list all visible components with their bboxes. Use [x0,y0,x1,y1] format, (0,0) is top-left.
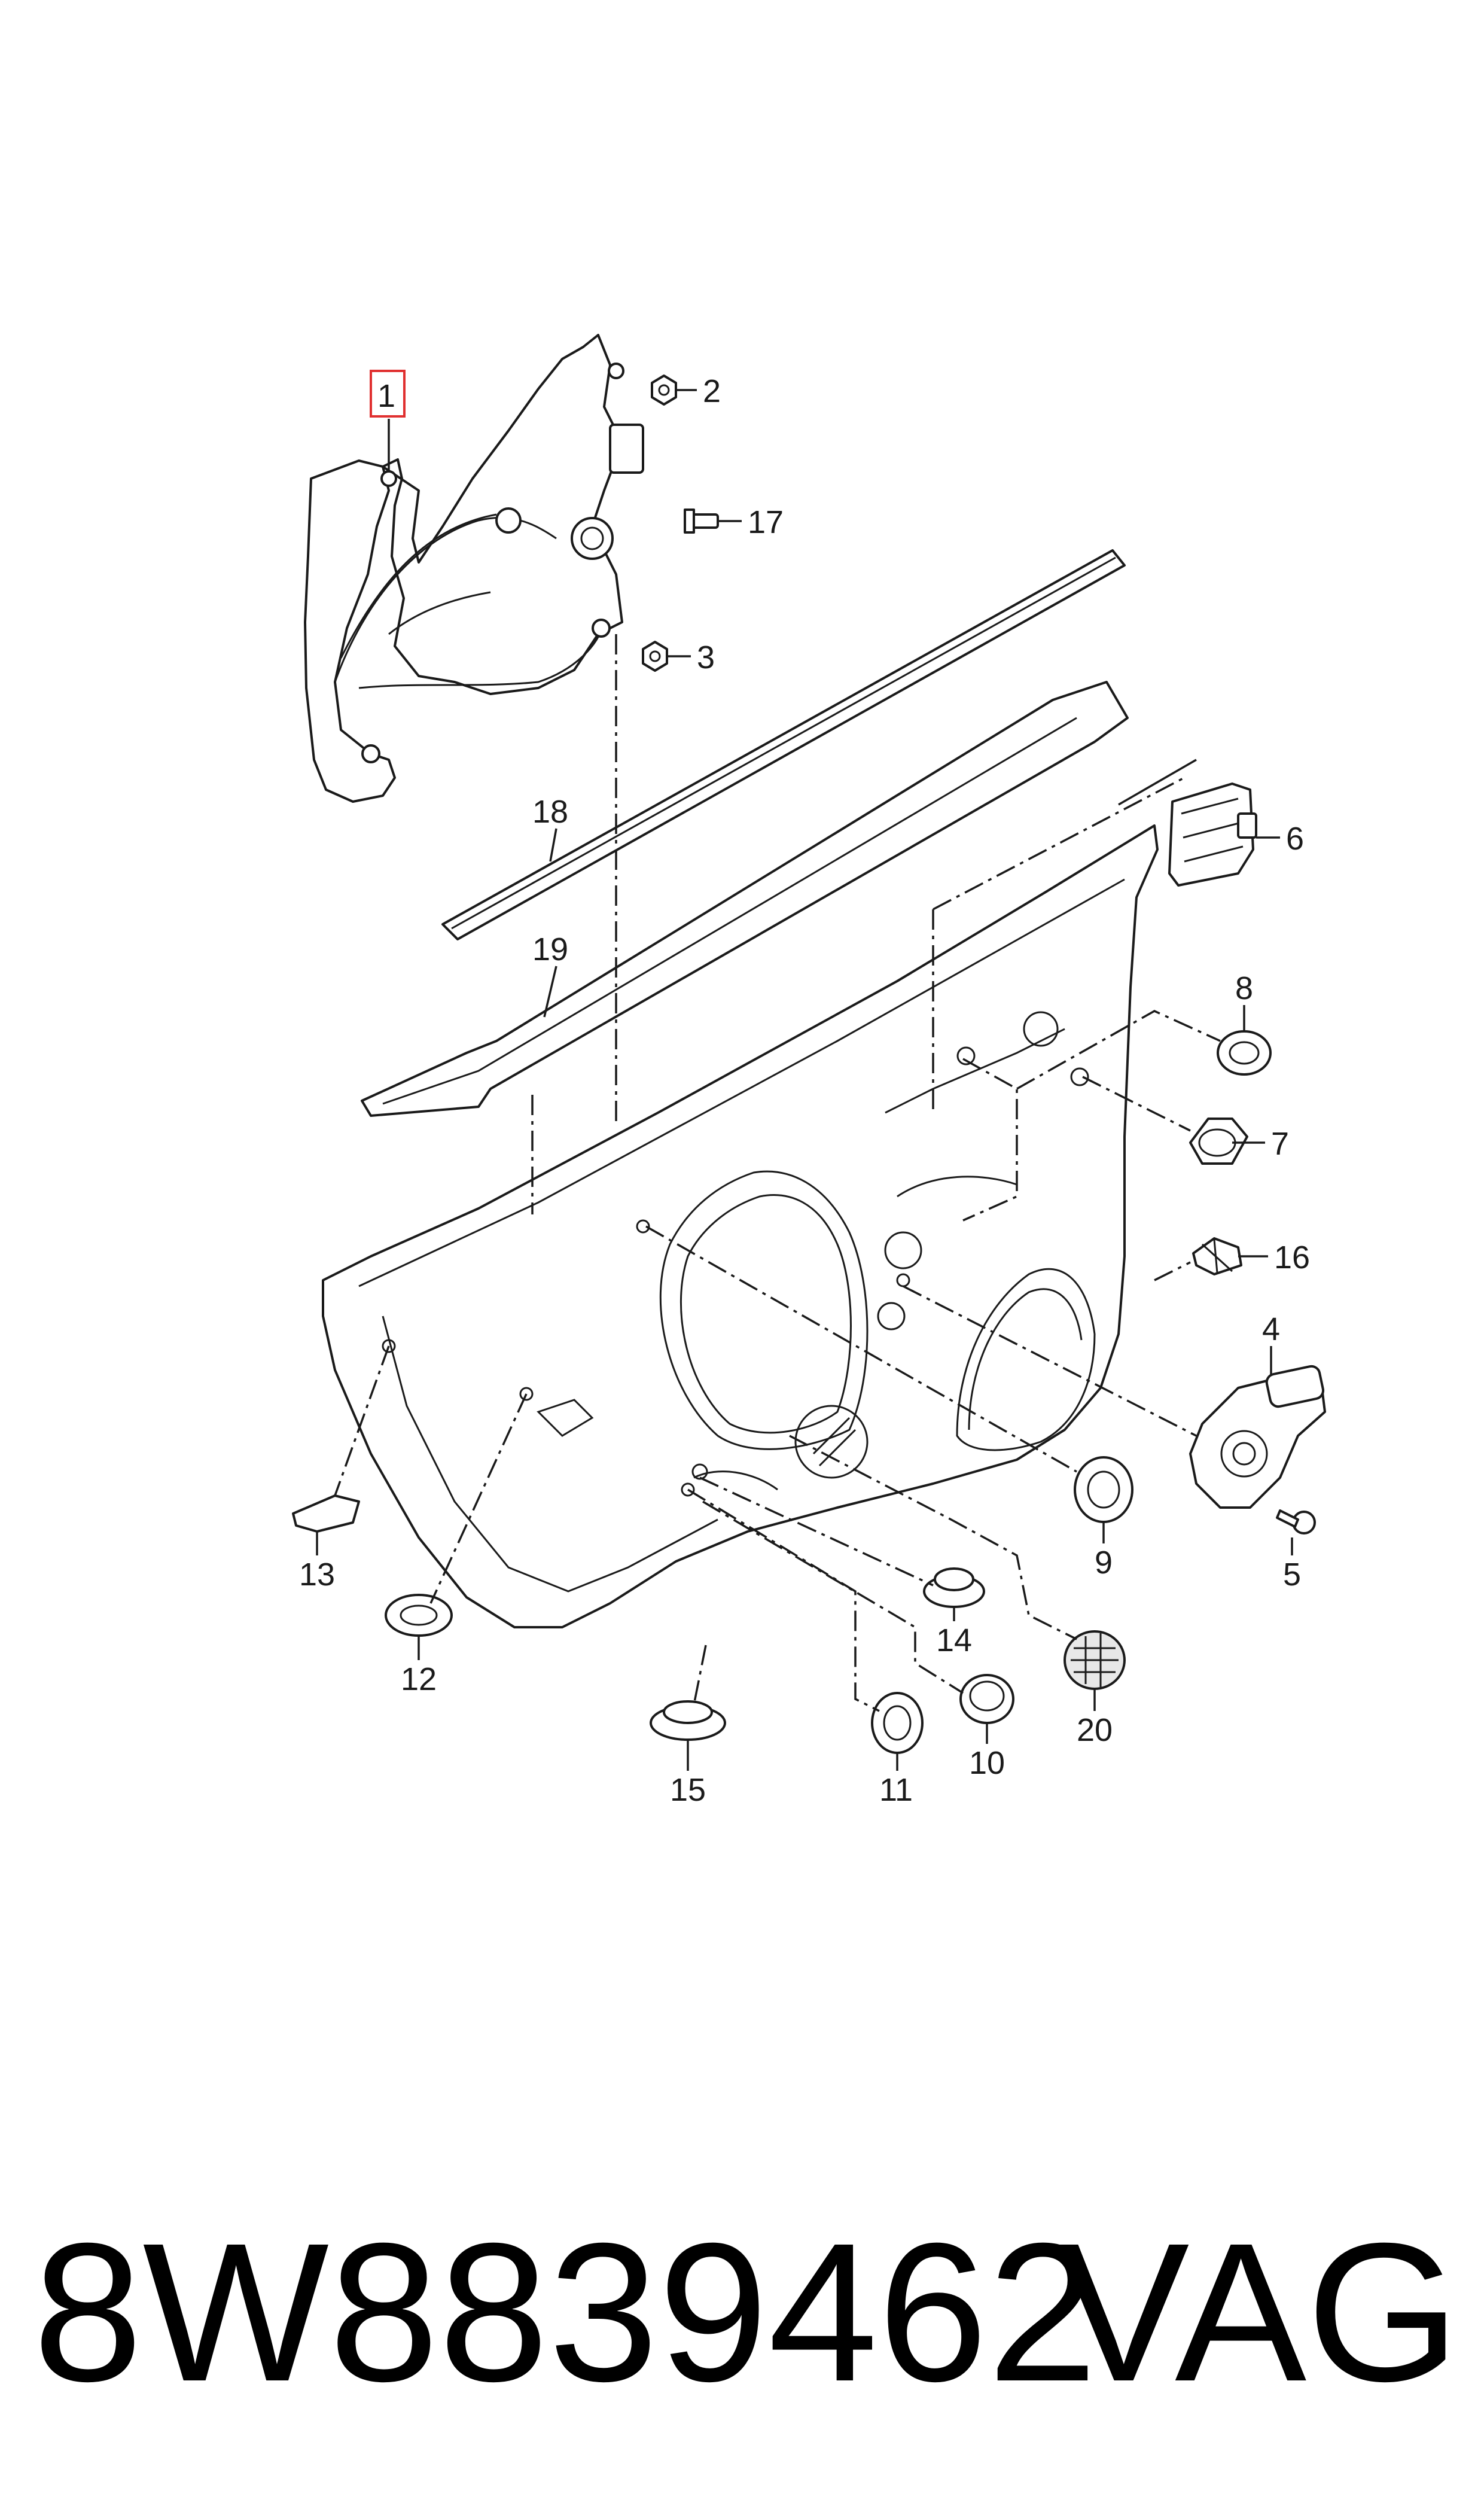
grommet-part-8[interactable] [1217,1030,1272,1076]
grommet-part-9[interactable] [1074,1456,1133,1523]
plug-part-7[interactable] [1189,1118,1248,1165]
clip-part-16[interactable] [1192,1237,1242,1275]
callout-15[interactable]: 15 [670,1772,706,1808]
callout-4[interactable]: 4 [1262,1311,1280,1347]
callout-12[interactable]: 12 [401,1661,437,1697]
callout-11[interactable]: 11 [879,1772,913,1808]
callout-2[interactable]: 2 [703,373,721,409]
callout-19[interactable]: 19 [532,931,568,967]
window-motor-part-4[interactable] [1189,1365,1326,1509]
callout-3[interactable]: 3 [697,640,715,675]
assembly-lines [334,634,1221,1712]
callout-14[interactable]: 14 [936,1622,972,1658]
callout-1[interactable]: 1 [377,378,395,414]
inner-seal-part-19[interactable] [361,681,1129,1117]
callout-8[interactable]: 8 [1235,970,1253,1006]
grommet-part-14[interactable] [923,1567,985,1608]
leader-lines [316,389,1293,1771]
callout-16[interactable]: 16 [1274,1240,1310,1275]
callout-6[interactable]: 6 [1286,821,1304,857]
screw-part-5[interactable] [1276,1509,1316,1534]
callout-10[interactable]: 10 [969,1745,1005,1781]
callout-20[interactable]: 20 [1077,1712,1113,1748]
nut-part-3[interactable] [642,641,668,672]
grommet-part-15[interactable] [650,1700,726,1741]
brand-label: VAG [1058,2202,1460,2422]
callout-5[interactable]: 5 [1283,1557,1301,1593]
callout-17[interactable]: 17 [748,504,784,540]
callout-13[interactable]: 13 [299,1557,335,1593]
window-regulator-part-1[interactable] [304,334,644,803]
nut-part-2[interactable] [651,374,677,406]
plug-part-13[interactable] [292,1494,360,1533]
callout-1-highlight [370,370,406,418]
callout-9[interactable]: 9 [1095,1545,1113,1581]
exploded-parts-diagram: 1 2 3 4 5 6 7 8 9 10 11 12 13 14 15 16 1… [292,334,1326,1808]
pad-part-20[interactable] [1064,1630,1126,1690]
callout-18[interactable]: 18 [532,794,568,830]
door-panel [322,824,1159,1628]
grommet-part-11[interactable] [871,1692,924,1754]
bolt-part-17[interactable] [684,509,719,534]
plug-part-12[interactable] [385,1594,453,1637]
callout-7[interactable]: 7 [1271,1126,1289,1162]
part-number-label: 8W8839462 [33,2202,1098,2422]
control-unit-part-6[interactable] [1168,783,1257,887]
plug-part-10[interactable] [959,1674,1014,1724]
